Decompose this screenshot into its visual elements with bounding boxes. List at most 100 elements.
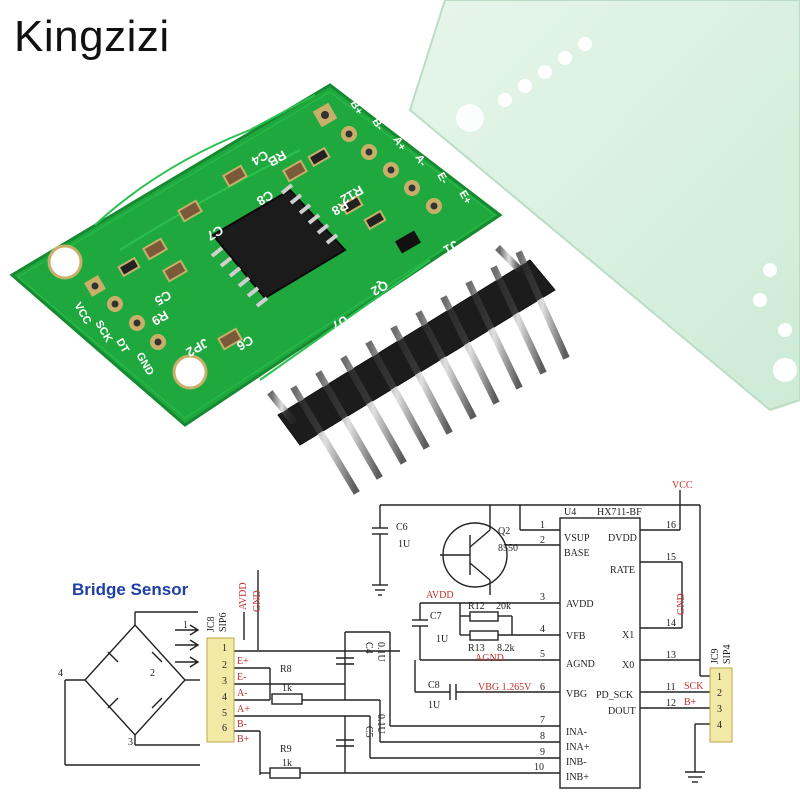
jc8-sig-bplus: B+ xyxy=(237,734,250,745)
bridge-diamond xyxy=(84,623,186,737)
u4-pin-3-num: 3 xyxy=(540,592,545,603)
jc9-pin-4: 4 xyxy=(717,720,722,731)
avdd-net-label: AVDD xyxy=(426,590,454,601)
u4-pin-10-num: 10 xyxy=(534,762,544,773)
c5-label: C5 xyxy=(363,726,374,738)
u4-pin-16-num: 16 xyxy=(666,520,676,531)
r8-label: R8 xyxy=(280,664,292,675)
r8-value: 1k xyxy=(282,683,292,694)
vbg-voltage-label: VBG 1.265V xyxy=(478,682,532,693)
jc8-sig-eplus: E+ xyxy=(237,656,249,667)
pcb-main-board: RB C4 C8 C7 R12 R8 J1 Q2 U7 C5 R9 JP2 C6… xyxy=(9,83,503,427)
u4-pin-2-num: 2 xyxy=(540,535,545,546)
hx711-chip xyxy=(210,183,347,308)
chip-name: HX711-BF xyxy=(597,507,642,518)
u4-pin-8-num: 8 xyxy=(540,731,545,742)
avdd-top-label: AVDD xyxy=(238,582,249,610)
silk-r8: R8 xyxy=(329,197,351,218)
u4-pin-5-name: AGND xyxy=(566,659,595,670)
u4-pin-1-name: VSUP xyxy=(564,533,590,544)
silk-u7: U7 xyxy=(329,312,351,333)
c4-value: 0.1U xyxy=(375,642,386,663)
c6-label: C6 xyxy=(396,522,408,533)
u4-pin-4-name: VFB xyxy=(566,631,586,642)
c5-value: 0.1U xyxy=(375,714,386,735)
pin-label-aminus: A- xyxy=(412,153,428,169)
right-pin-pads xyxy=(312,102,442,214)
u4-pin-2-name: BASE xyxy=(564,548,590,559)
u4-pin-3-name: AVDD xyxy=(566,599,594,610)
silk-c5: C5 xyxy=(152,287,174,308)
silk-j1: J1 xyxy=(441,237,461,257)
c7-label: C7 xyxy=(430,611,442,622)
u4-pin-14-num: 14 xyxy=(666,618,676,629)
pcb-back-board xyxy=(408,0,800,412)
u4-pin-12-num: 12 xyxy=(666,698,676,709)
bridge-node-1: 1 xyxy=(183,620,188,631)
u4-pin-9-name: INB- xyxy=(566,757,587,768)
jc9-connector xyxy=(709,667,733,743)
u4-pin-4-num: 4 xyxy=(540,624,545,635)
jc8-pin-5: 5 xyxy=(222,708,227,719)
jc8-sig-aplus: A+ xyxy=(237,704,250,715)
bridge-node-4: 4 xyxy=(58,668,63,679)
u4-label: U4 xyxy=(564,507,576,518)
bridge-node-3: 3 xyxy=(128,737,133,748)
c8-label: C8 xyxy=(428,680,440,691)
silk-c6: C6 xyxy=(234,332,256,353)
u4-pin-11-num: 11 xyxy=(666,682,676,693)
jc8-connector xyxy=(206,637,235,743)
u4-pin-15-num: 15 xyxy=(666,552,676,563)
u4-pin-6-num: 6 xyxy=(540,682,545,693)
u4-pin-14-name: X1 xyxy=(622,630,634,641)
u4-pin-13-name: X0 xyxy=(622,660,634,671)
pin-label-eplus: E+ xyxy=(456,189,473,207)
bridge-node-2: 2 xyxy=(150,668,155,679)
bplus-net-label: B+ xyxy=(684,697,697,708)
u4-pin-13-num: 13 xyxy=(666,650,676,661)
silk-r9: R9 xyxy=(149,307,171,328)
u4-pin-5-num: 5 xyxy=(540,649,545,660)
u4-pin-9-num: 9 xyxy=(540,747,545,758)
brand-title: Kingzizi xyxy=(14,12,170,61)
jc8-pin-2: 2 xyxy=(222,660,227,671)
sip6-label: SIP6 xyxy=(218,613,229,632)
jc8-label: JC8 xyxy=(206,616,217,632)
c6-value: 1U xyxy=(398,539,411,550)
q2-label: Q2 xyxy=(498,526,510,537)
agnd-net-label: AGND xyxy=(475,653,504,664)
u4-pin-6-name: VBG xyxy=(566,689,587,700)
left-pin-pads xyxy=(84,275,166,350)
jc8-sig-eminus: E- xyxy=(237,672,246,683)
r13-label: R13 xyxy=(468,643,485,654)
u4-pin-15-name: RATE xyxy=(610,565,635,576)
r13-value: 8.2k xyxy=(497,643,515,654)
pin-label-bminus: B- xyxy=(369,117,385,133)
sip4-label: SIP4 xyxy=(722,645,733,664)
vcc-label: VCC xyxy=(672,480,693,491)
bridge-sensor-title: Bridge Sensor xyxy=(72,580,189,599)
r12-value: 20k xyxy=(496,601,511,612)
jc8-pin-3: 3 xyxy=(222,676,227,687)
u4-pin-1-num: 1 xyxy=(540,520,545,531)
q2-value: 8550 xyxy=(498,543,518,554)
jc8-pin-4: 4 xyxy=(222,692,227,703)
jc8-pin-1: 1 xyxy=(222,643,227,654)
u4-pin-16-name: DVDD xyxy=(608,533,637,544)
gnd-top-label: GND xyxy=(252,590,263,612)
jc9-pin-2: 2 xyxy=(717,688,722,699)
silk-c8: C8 xyxy=(254,187,276,208)
jc9-pin-3: 3 xyxy=(717,704,722,715)
r12-label: R12 xyxy=(468,601,485,612)
gnd-rate-label: GND xyxy=(676,593,687,615)
jc8-sig-aminus: A- xyxy=(237,688,248,699)
jc8-sig-bminus: B- xyxy=(237,719,247,730)
u4-pin-10-name: INB+ xyxy=(566,772,589,783)
u4-pin-7-num: 7 xyxy=(540,715,545,726)
sck-net-label: SCK xyxy=(684,681,704,692)
u4-pin-11-name: PD_SCK xyxy=(596,690,634,701)
c4-label: C4 xyxy=(363,642,374,654)
silk-c7: C7 xyxy=(204,222,226,243)
